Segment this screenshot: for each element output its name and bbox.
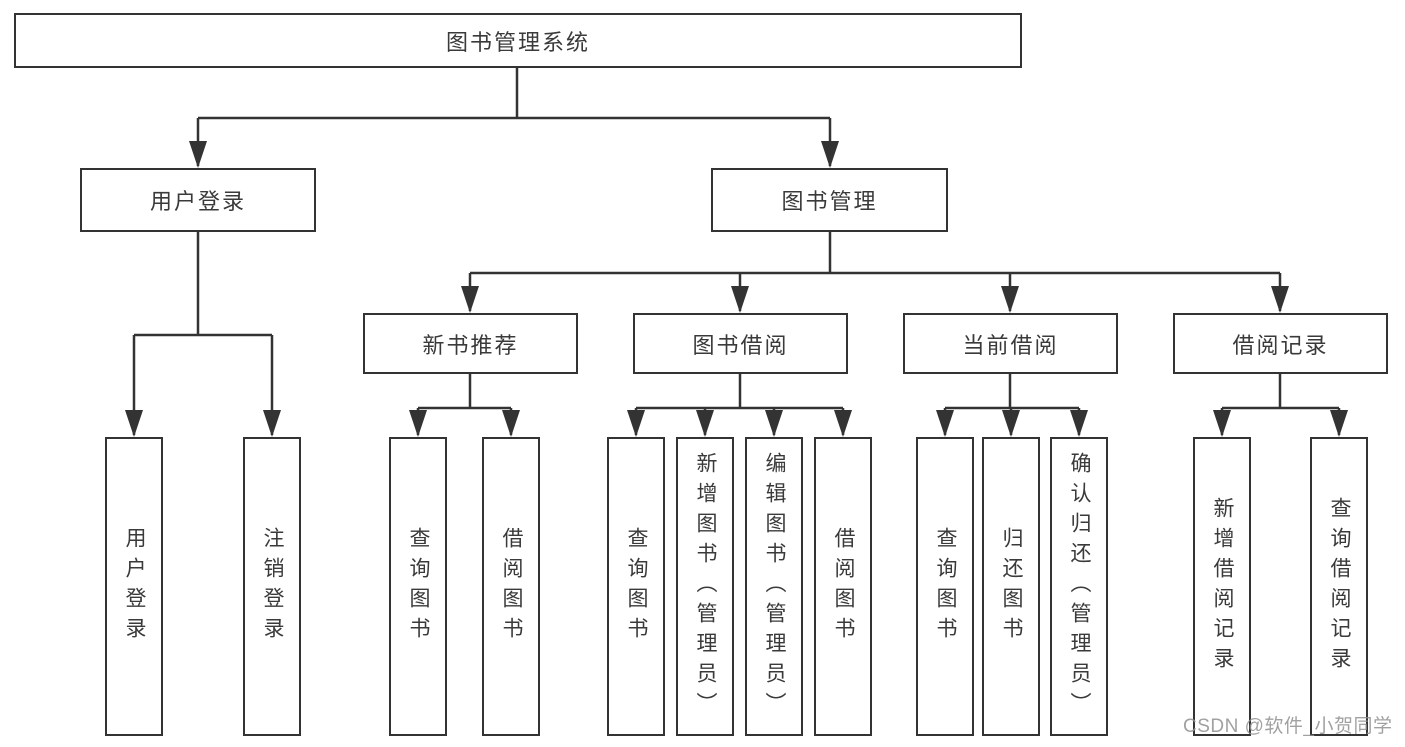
node-new-book-recommendation: 新书推荐 [363, 313, 578, 374]
node-current-borrowing: 当前借阅 [903, 313, 1118, 374]
arrow-down-icon [936, 410, 954, 437]
connector-userlogin-to-leaves [132, 232, 274, 435]
leaf-return-book: 归还图书 [982, 437, 1040, 736]
leaf-query-books-borrow: 查询图书 [607, 437, 665, 736]
node-book-management: 图书管理 [711, 168, 948, 232]
leaf-add-book-admin: 新增图书（管理员） [676, 437, 734, 736]
arrow-down-icon [627, 410, 645, 437]
arrow-down-icon [502, 410, 520, 437]
leaf-query-borrow-record: 查询借阅记录 [1310, 437, 1368, 736]
connector-bookmgmt-to-level2 [468, 232, 1282, 311]
arrow-down-icon [834, 410, 852, 437]
leaf-add-borrow-record: 新增借阅记录 [1193, 437, 1251, 736]
leaf-borrow-books: 借阅图书 [814, 437, 872, 736]
arrow-down-icon [765, 410, 783, 437]
arrow-down-icon [461, 286, 479, 313]
leaf-borrow-books-recommend: 借阅图书 [482, 437, 540, 736]
leaf-edit-book-admin: 编辑图书（管理员） [745, 437, 803, 736]
arrow-down-icon [731, 286, 749, 313]
leaf-query-books-recommend: 查询图书 [389, 437, 447, 736]
csdn-watermark: CSDN @软件_小贺同学 [1183, 716, 1393, 737]
arrow-down-icon [1002, 410, 1020, 437]
leaf-query-books-current: 查询图书 [916, 437, 974, 736]
node-library-management-system: 图书管理系统 [14, 13, 1022, 68]
arrow-down-icon [125, 410, 143, 437]
arrow-down-icon [409, 410, 427, 437]
connector-root-to-level1 [196, 68, 832, 166]
leaf-confirm-return-admin: 确认归还（管理员） [1050, 437, 1108, 736]
arrowheads [125, 141, 1348, 437]
node-book-borrowing: 图书借阅 [633, 313, 848, 374]
arrow-down-icon [1213, 410, 1231, 437]
arrow-down-icon [1001, 286, 1019, 313]
leaf-user-login: 用户登录 [105, 437, 163, 736]
connector-borrowrecords-to-leaves [1220, 374, 1341, 435]
connector-newbook-to-leaves [416, 374, 513, 435]
arrow-down-icon [1271, 286, 1289, 313]
arrow-down-icon [696, 410, 714, 437]
arrow-down-icon [1330, 410, 1348, 437]
arrow-down-icon [1070, 410, 1088, 437]
arrow-down-icon [263, 410, 281, 437]
arrow-down-icon [821, 141, 839, 168]
arrow-down-icon [189, 141, 207, 168]
connector-bookborrow-to-leaves [634, 374, 845, 435]
node-user-login: 用户登录 [80, 168, 316, 232]
leaf-logout: 注销登录 [243, 437, 301, 736]
node-borrowing-records: 借阅记录 [1173, 313, 1388, 374]
